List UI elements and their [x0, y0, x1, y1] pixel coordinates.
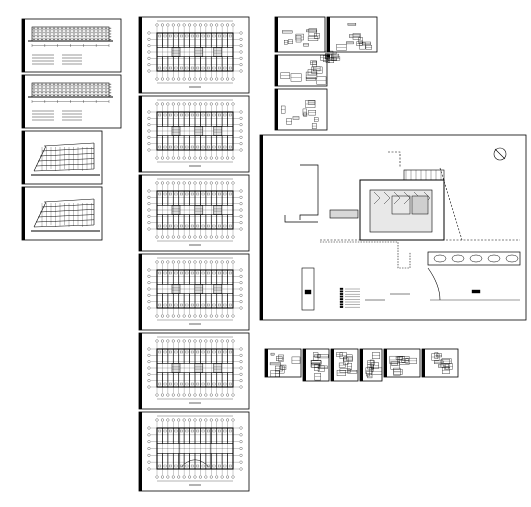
tree-icon	[469, 254, 483, 263]
floor-plan-sheet-5	[138, 332, 250, 410]
detail-sheet-bottom-5	[383, 348, 421, 378]
detail-sheet-bottom-1	[264, 348, 302, 378]
detail-sheet-bottom-6	[421, 348, 459, 378]
detail-sheet-top-3	[274, 54, 328, 87]
detail-sheet-bottom-2	[302, 348, 330, 382]
elevation-sheet-2	[21, 74, 122, 129]
floor-plan-sheet-4	[138, 253, 250, 331]
tree-icon	[487, 254, 501, 263]
detail-sheet-bottom-4	[359, 348, 383, 382]
elevation-sheet-1	[21, 18, 122, 73]
detail-sheet-top-5	[320, 50, 341, 64]
section-sheet-3	[21, 130, 103, 185]
tree-icon	[451, 254, 465, 263]
detail-sheet-top-2	[326, 16, 378, 53]
floor-plan-sheet-1	[138, 16, 250, 94]
site-road	[299, 164, 319, 220]
tree-icon	[433, 254, 447, 263]
north-arrow-icon	[493, 147, 507, 161]
floor-plan-sheet-2	[138, 95, 250, 173]
detail-sheet-top-4	[274, 88, 328, 131]
roof-plan-sheet-6	[138, 411, 250, 492]
site-legend	[339, 287, 410, 308]
detail-sheet-top-1	[274, 16, 326, 53]
site-plan-sheet	[259, 134, 527, 321]
floor-plan-sheet-3	[138, 174, 250, 252]
section-sheet-4	[21, 186, 103, 241]
tree-icon	[505, 254, 519, 263]
detail-sheet-bottom-3	[330, 348, 359, 382]
